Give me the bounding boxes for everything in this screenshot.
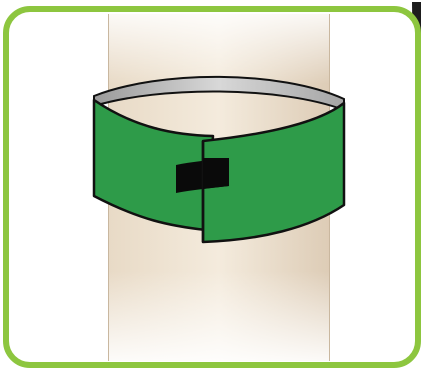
velcro-fastener-right-part: [203, 158, 229, 189]
rear-panel-gap: [421, 0, 433, 330]
